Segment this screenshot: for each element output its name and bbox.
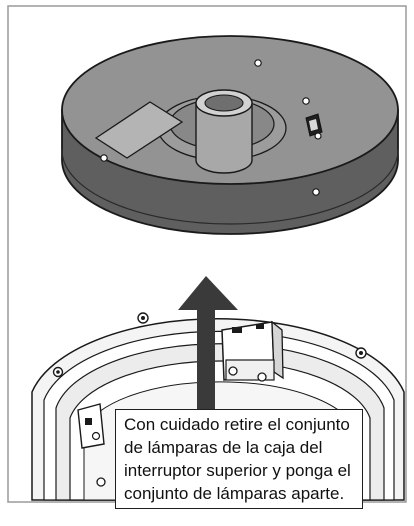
center-hub [195, 89, 253, 174]
instruction-caption: Con cuidado retire el conjunto de lámpar… [115, 409, 363, 509]
caption-line: conjunto de lámparas aparte. [124, 484, 345, 503]
screw-icon [314, 132, 322, 140]
mounting-bracket [77, 403, 106, 487]
caption-line: de lámparas de la caja del [124, 438, 323, 457]
switch-icon [305, 113, 323, 137]
light-kit-assembly [61, 35, 399, 235]
rim-screw [355, 347, 367, 359]
screw-icon [312, 188, 320, 196]
screw-icon [254, 59, 262, 67]
rim-screw [137, 312, 149, 324]
screw-icon [302, 97, 310, 105]
caption-line: Con cuidado retire el conjunto [124, 415, 350, 434]
lift-arrow [178, 276, 238, 417]
caption-line: interruptor superior y ponga el [124, 461, 351, 480]
label-plate [94, 101, 184, 159]
mounting-bracket [221, 320, 284, 382]
rim-screw [52, 366, 64, 378]
screw-icon [100, 154, 108, 162]
